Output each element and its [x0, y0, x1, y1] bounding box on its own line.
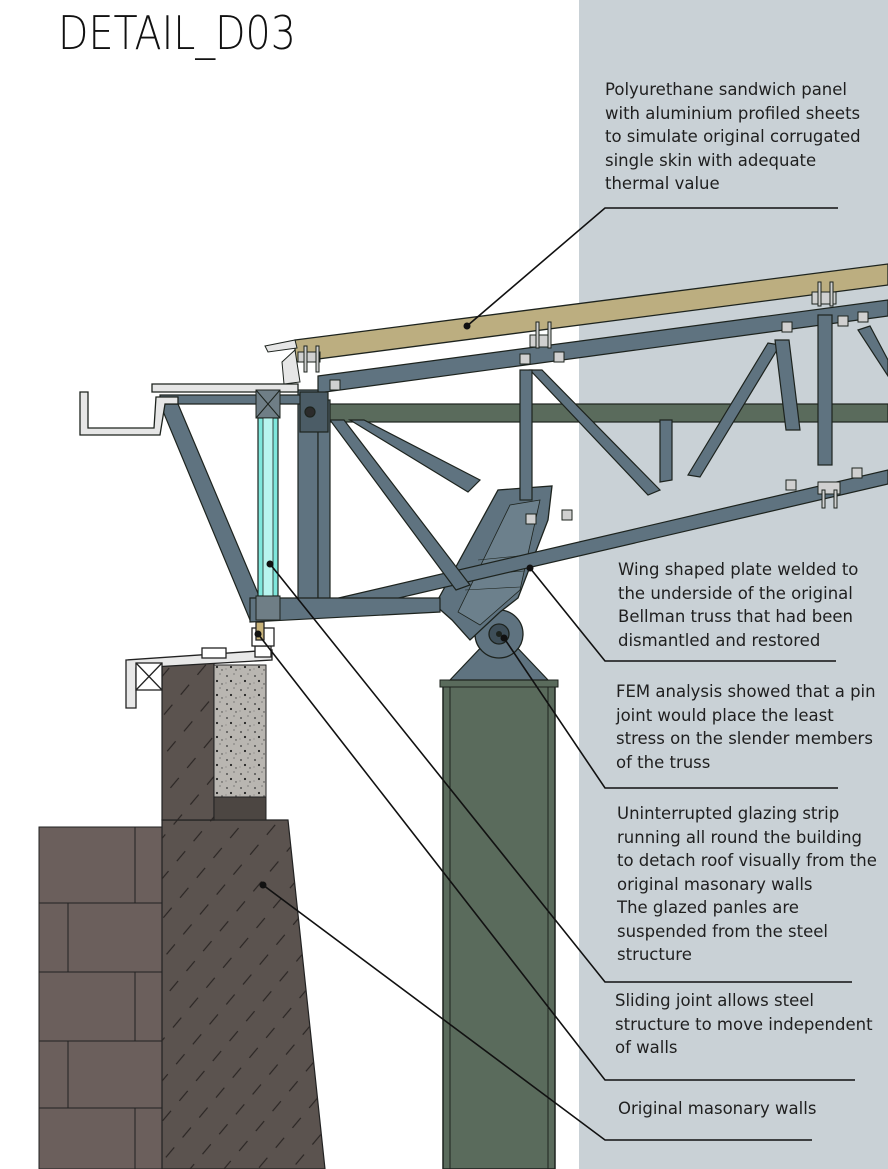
leader-pin-joint	[503, 637, 838, 789]
detail-title: DETAIL_D03	[58, 6, 296, 60]
annotation-panel-background	[579, 0, 888, 1169]
leader-dot-masonry	[259, 881, 267, 889]
bellman-truss	[159, 299, 888, 623]
annotation-pin-joint: FEM analysis showed that a pin joint wou…	[616, 682, 876, 772]
annotation-wing-plate: Wing shaped plate welded to the undersid…	[618, 560, 859, 650]
leader-dot-sliding	[254, 630, 262, 638]
steel-column	[439, 639, 559, 1169]
leader-dot-pin	[500, 634, 508, 642]
wall-core	[161, 662, 326, 1169]
leader-dot-wing	[526, 564, 534, 572]
leader-masonry-walls	[262, 884, 812, 1141]
bolt-fixings	[297, 281, 869, 525]
leader-lines	[257, 207, 855, 1141]
annotation-roof-panel: Polyurethane sandwich panel with alumini…	[605, 80, 861, 193]
annotation-masonry-walls: Original masonary walls	[618, 1099, 817, 1118]
leader-dot-roof	[463, 322, 471, 330]
leader-wing-plate	[529, 567, 836, 662]
annotation-glazing-strip: Uninterrupted glazing strip running all …	[617, 804, 877, 964]
leader-roof-panel	[466, 207, 838, 327]
glazing-strip	[255, 389, 281, 621]
brick-masonry-wall	[38, 826, 163, 1169]
roof-sandwich-panel	[264, 263, 888, 385]
leader-dot-glazing	[266, 560, 274, 568]
leader-sliding-joint	[257, 633, 855, 1081]
leader-glazing-strip	[269, 563, 852, 983]
annotation-sliding-joint: Sliding joint allows steel structure to …	[615, 991, 873, 1057]
